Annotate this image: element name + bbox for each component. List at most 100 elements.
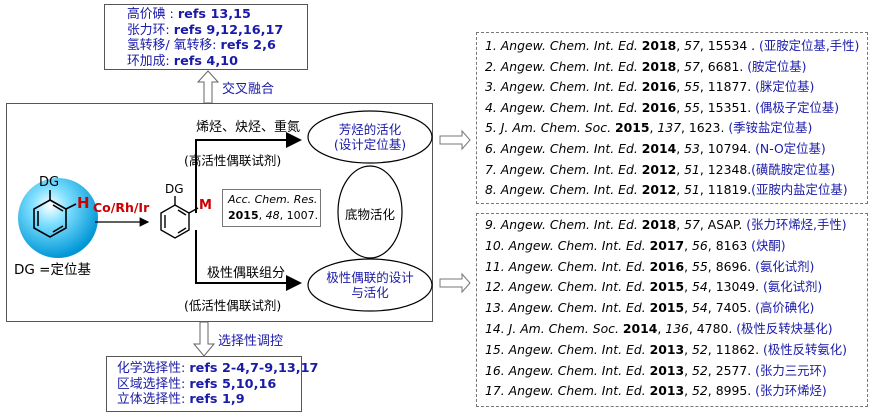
reference-line: 10. Angew. Chem. Int. Ed. 2017, 56, 8163… (485, 237, 786, 253)
bottom-line-3: 立体选择性: refs 1,9 (117, 392, 245, 407)
ref-note: (高价碘化) (755, 300, 815, 316)
ref-p: 8163 (715, 237, 752, 253)
ref-y: 2018 (641, 38, 677, 53)
ref-n: 17. (485, 383, 505, 399)
ref-note: (张力三元环) (755, 362, 827, 378)
ref-j: J. Am. Chem. Soc. (508, 321, 619, 336)
reference-line: 6. Angew. Chem. Int. Ed. 2014, 53, 10794… (485, 141, 826, 156)
ref-p: 15534 . (707, 38, 760, 53)
refs-top-box: 1. Angew. Chem. Int. Ed. 2018, 57, 15534… (476, 32, 868, 204)
bottom-line-1: 化学选择性: refs 2-4,7-9,13,17 (117, 361, 319, 376)
oval-arene-activation (307, 110, 433, 164)
ref-n: 15. (485, 341, 505, 357)
ref-n: 6. (485, 141, 497, 156)
ref-v: 53 (684, 141, 700, 156)
ref-n: 11. (485, 258, 505, 274)
reference-line: 14. J. Am. Chem. Soc. 2014, 136, 4780. (… (485, 321, 833, 336)
ref-p: 12348. (707, 161, 752, 177)
top-line-1: 高价碘 : refs 13,15 (127, 7, 251, 22)
ref-j: Angew. Chem. Int. Ed. (500, 141, 638, 156)
oval-mid-text: 底物活化 (344, 207, 395, 222)
ref-j: Angew. Chem. Int. Ed. (500, 79, 638, 95)
ref-v: 52 (692, 362, 708, 378)
ref-y: 2016 (641, 79, 677, 95)
refs-bottom-box: 9. Angew. Chem. Int. Ed. 2018, 57, ASAP.… (476, 213, 868, 407)
ref-y: 2017 (649, 237, 685, 253)
ref-note: (炔酮) (751, 237, 786, 253)
oval-polar-coupling (307, 258, 433, 312)
ref-note: (亚胺定位基,手性) (759, 38, 860, 53)
ref-p: ASAP. (707, 217, 747, 232)
reference-line: 16. Angew. Chem. Int. Ed. 2013, 52, 2577… (485, 362, 827, 378)
ref-v: 57 (684, 58, 700, 74)
ref-p: 11862. (715, 341, 763, 357)
ref-note: (季铵盐定位基) (728, 120, 813, 136)
ref-v: 54 (692, 300, 708, 316)
ref-y: 2015 (649, 279, 685, 295)
ref-p: 1623. (688, 120, 729, 136)
ref-n: 2. (485, 58, 497, 74)
reference-line: 4. Angew. Chem. Int. Ed. 2016, 55, 15351… (485, 99, 840, 115)
ref-y: 2013 (649, 383, 685, 399)
reference-line: 15. Angew. Chem. Int. Ed. 2013, 52, 1186… (485, 341, 847, 357)
ref-v: 54 (692, 279, 708, 295)
reference-line: 5. J. Am. Chem. Soc. 2015, 137, 1623. (季… (485, 120, 813, 136)
metallacycle-ring (160, 196, 199, 239)
ref-note: (张力环烯烃) (755, 383, 827, 399)
citation-journal: Acc. Chem. Res. (228, 193, 318, 206)
ref-note: (极性反转氨化) (762, 341, 847, 357)
citation-box: Acc. Chem. Res. 2015, 48, 1007. (222, 189, 321, 227)
selectivity-arrow (192, 321, 216, 357)
ref-y: 2016 (641, 99, 677, 115)
ref-note: (磺酰胺定位基) (751, 161, 836, 177)
ref-y: 2014 (622, 321, 658, 336)
citation-page: 1007. (286, 209, 319, 222)
ref-j: Angew. Chem. Int. Ed. (508, 237, 646, 253)
ref-j: Angew. Chem. Int. Ed. (500, 38, 638, 53)
bottom-summary-box: 化学选择性: refs 2-4,7-9,13,17 区域选择性: refs 5,… (106, 356, 319, 412)
ref-v: 51 (684, 161, 700, 177)
ref-v: 52 (692, 383, 708, 399)
ref-v: 55 (684, 99, 700, 115)
dg-label-ball: DG (39, 175, 60, 190)
ref-j: Angew. Chem. Int. Ed. (508, 258, 646, 274)
ref-note: (氨化试剂) (755, 258, 815, 274)
ref-p: 11877. (707, 79, 756, 95)
ref-v: 57 (684, 38, 700, 53)
ref-p: 6681. (707, 58, 748, 74)
reference-line: 3. Angew. Chem. Int. Ed. 2016, 55, 11877… (485, 79, 815, 95)
ref-p: 7405. (715, 300, 756, 316)
ref-j: Angew. Chem. Int. Ed. (508, 300, 646, 316)
ref-note: (张力环烯烃,手性) (746, 217, 847, 232)
ref-n: 4. (485, 99, 497, 115)
ref-n: 9. (485, 217, 497, 232)
ref-n: 16. (485, 362, 505, 378)
ref-y: 2015 (649, 300, 685, 316)
ref-j: Angew. Chem. Int. Ed. (508, 341, 646, 357)
lower-arrow-label: 极性偶联组分 (207, 266, 286, 281)
lower-arrow-sub: (低活性偶联试剂) (184, 298, 282, 313)
substrate-ball (18, 178, 98, 258)
arrow-to-refs-top (439, 129, 471, 151)
reference-line: 1. Angew. Chem. Int. Ed. 2018, 57, 15534… (485, 38, 860, 53)
ref-p: 11819. (707, 182, 752, 198)
ref-n: 10. (485, 237, 505, 253)
selectivity-label: 选择性调控 (218, 334, 284, 349)
ref-n: 8. (485, 182, 497, 198)
ref-p: 15351. (707, 99, 756, 115)
ref-note: (偶极子定位基) (755, 99, 840, 115)
h-label: H (77, 194, 90, 212)
cross-fusion-label: 交叉融合 (222, 82, 275, 97)
ref-j: Angew. Chem. Int. Ed. (508, 279, 646, 295)
ref-v: 136 (665, 321, 689, 336)
ref-n: 3. (485, 79, 497, 95)
top-line-3: 氢转移/ 氧转移: refs 2,6 (127, 38, 276, 53)
ref-p: 4780. (696, 321, 737, 336)
reference-line: 13. Angew. Chem. Int. Ed. 2015, 54, 7405… (485, 300, 815, 316)
ref-y: 2013 (649, 362, 685, 378)
ref-note: (脒定位基) (755, 79, 815, 95)
ref-n: 5. (485, 120, 497, 136)
catalyst-label: Co/Rh/Ir (93, 200, 150, 215)
ref-v: 52 (692, 341, 708, 357)
